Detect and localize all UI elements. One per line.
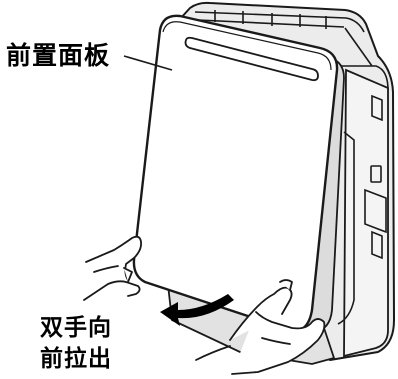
device-side (343, 68, 389, 358)
side-details (337, 94, 387, 325)
panel-top-slot (184, 36, 319, 82)
device-top (194, 10, 389, 91)
pull-instruction-line-2: 前拉出 (40, 346, 112, 372)
pull-instruction-line-1: 双手向 (40, 315, 112, 341)
right-hand (195, 279, 326, 375)
left-hand (83, 235, 143, 301)
front-panel (132, 14, 339, 332)
pull-instruction-label: 双手向 前拉出 (40, 313, 112, 375)
pull-direction-arrow (160, 294, 234, 326)
front-panel-leader-line (123, 55, 173, 71)
front-panel-label: 前置面板 (6, 41, 111, 70)
